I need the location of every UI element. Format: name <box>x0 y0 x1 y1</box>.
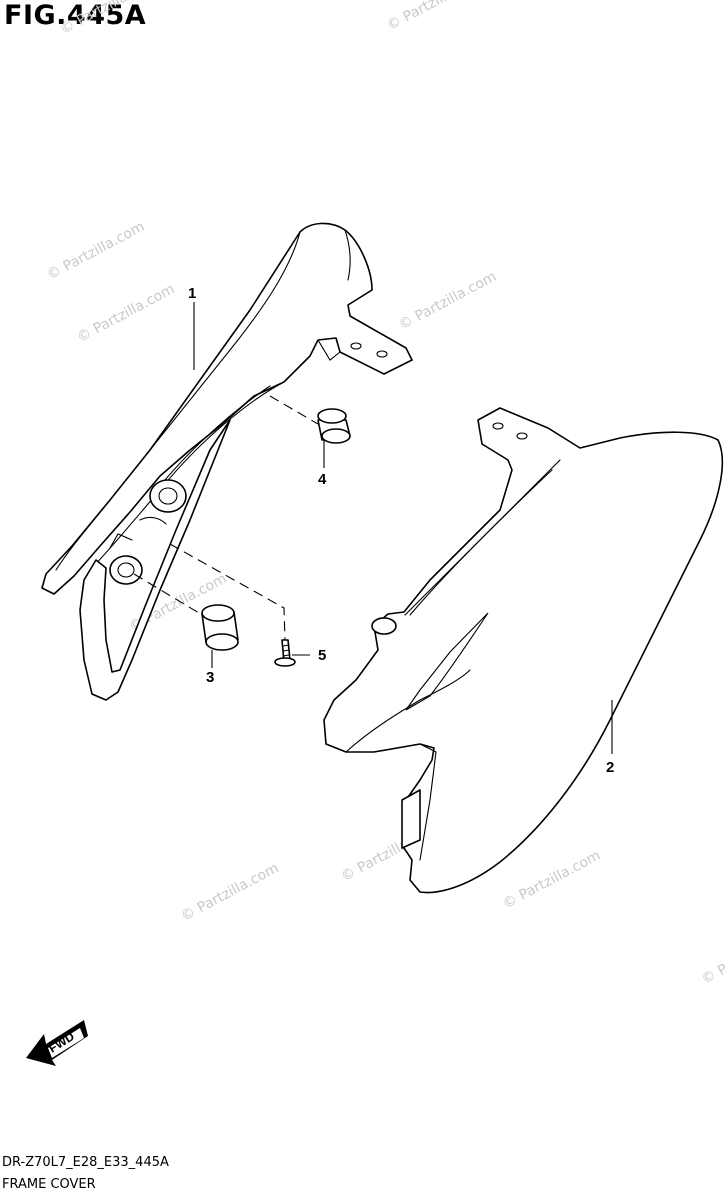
watermark-text: © Partzilla.com <box>396 269 499 334</box>
part-2-right-frame-cover[interactable] <box>323 407 724 894</box>
leader-line-4-axis <box>269 395 319 425</box>
watermark-text: © Partzilla.com <box>178 860 281 925</box>
leader-line-3-axis <box>133 573 205 617</box>
diagram-caption: FRAME COVER <box>2 1177 96 1192</box>
callout-3: 3 <box>206 669 214 686</box>
part-1-left-frame-cover[interactable] <box>41 222 413 701</box>
watermark-text: © Partzilla.com <box>384 0 487 34</box>
figure-title: FIG.445A <box>4 0 147 31</box>
callout-4: 4 <box>318 471 327 488</box>
watermark-text: © Partzilla.com <box>44 219 147 284</box>
watermark-text: © Partzilla.com <box>58 0 161 38</box>
callout-5: 5 <box>318 647 326 664</box>
part-5-screw[interactable] <box>274 639 296 667</box>
callout-2: 2 <box>606 759 614 776</box>
watermark-text: © Partzilla.com <box>500 848 603 913</box>
watermark-text: © Partzilla.com <box>699 923 726 988</box>
watermark-text: © Partzilla.com <box>75 281 178 346</box>
leader-lines <box>133 302 613 754</box>
callout-1: 1 <box>188 285 196 302</box>
callout-labels: 1 2 3 4 5 <box>188 285 614 776</box>
leader-line-5-axis <box>169 543 286 641</box>
part-4-grommet[interactable] <box>317 408 351 444</box>
diagram-code: DR-Z70L7_E28_E33_445A <box>2 1155 169 1170</box>
fwd-arrow-icon: FWD <box>26 1020 88 1066</box>
part-3-cushion[interactable] <box>201 604 239 651</box>
